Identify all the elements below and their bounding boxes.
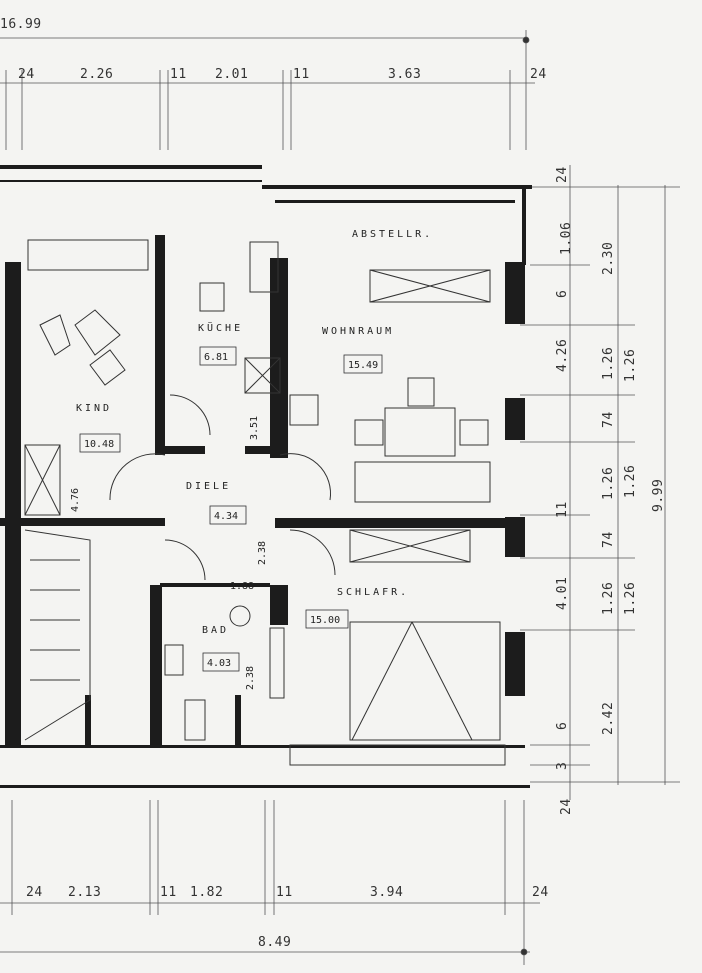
bottom-overall-dim: 8.49 xyxy=(258,935,291,950)
right-c2-6: 2.42 xyxy=(601,702,616,735)
right-c2-0: 2.30 xyxy=(601,242,616,275)
inner-dim-351: 3.51 xyxy=(249,416,260,440)
right-c1-6: 6 xyxy=(555,722,570,730)
bottom-dim-4: 11 xyxy=(276,885,293,900)
right-overall-dim: 9.99 xyxy=(651,479,666,512)
room-kueche-label: KÜCHE xyxy=(198,321,243,334)
top-dim-0: 24 xyxy=(18,67,35,82)
room-diele-label: DIELE xyxy=(186,481,231,492)
bottom-dim-1: 2.13 xyxy=(68,885,101,900)
bottom-dim-6: 24 xyxy=(532,885,549,900)
right-c2-7: 24 xyxy=(559,798,574,815)
room-wohnraum-label: WOHNRAUM xyxy=(322,326,394,337)
right-c3-2: 1.26 xyxy=(623,582,638,615)
inner-dim-476: 4.76 xyxy=(70,488,81,512)
right-dimensions: 24 1.06 6 4.26 11 4.01 6 3 2.30 1.26 74 … xyxy=(555,166,666,815)
right-c3-1: 1.26 xyxy=(623,465,638,498)
room-diele-area: 4.34 xyxy=(214,511,238,522)
room-wohnraum-area: 15.49 xyxy=(348,360,378,371)
bottom-dim-3: 1.82 xyxy=(190,885,223,900)
right-c2-3: 1.26 xyxy=(601,467,616,500)
inner-dim-238b: 2.38 xyxy=(245,666,256,690)
room-bad-area: 4.03 xyxy=(207,658,231,669)
right-c1-1: 1.06 xyxy=(559,222,574,255)
top-dim-6: 24 xyxy=(530,67,547,82)
dimension-lines xyxy=(0,30,680,965)
right-c2-4: 74 xyxy=(601,531,616,548)
bottom-dim-5: 3.94 xyxy=(370,885,403,900)
right-c1-5: 4.01 xyxy=(555,577,570,610)
top-dimensions: 16.99 24 2.26 11 2.01 11 3.63 24 xyxy=(0,17,547,82)
area-boxes xyxy=(79,346,383,672)
bottom-dim-0: 24 xyxy=(26,885,43,900)
right-c2-2: 74 xyxy=(601,411,616,428)
right-c2-1: 1.26 xyxy=(601,347,616,380)
bottom-dimensions: 24 2.13 11 1.82 11 3.94 24 8.49 xyxy=(26,885,549,950)
right-c1-4: 11 xyxy=(555,501,570,518)
top-dim-2: 11 xyxy=(170,67,187,82)
right-c1-0: 24 xyxy=(555,166,570,183)
walls xyxy=(0,165,532,788)
room-kind-label: KIND xyxy=(76,403,112,414)
top-dim-5: 3.63 xyxy=(388,67,421,82)
right-c1-2: 6 xyxy=(555,290,570,298)
right-c1-7: 3 xyxy=(555,762,570,770)
top-dim-4: 11 xyxy=(293,67,310,82)
room-schlafr-label: SCHLAFR. xyxy=(337,587,409,598)
room-kind-area: 10.48 xyxy=(84,439,114,450)
room-schlafr-area: 15.00 xyxy=(310,615,340,626)
room-labels: ABSTELLR. KÜCHE 6.81 WOHNRAUM 15.49 KIND… xyxy=(76,229,433,669)
inner-dimensions: 3.51 4.76 2.38 1.88 2.38 xyxy=(70,416,268,690)
top-overall-dim: 16.99 xyxy=(0,17,42,32)
right-c1-3: 4.26 xyxy=(555,339,570,372)
room-abstell-label: ABSTELLR. xyxy=(352,229,433,240)
bottom-dim-2: 11 xyxy=(160,885,177,900)
top-dim-3: 2.01 xyxy=(215,67,248,82)
top-dim-1: 2.26 xyxy=(80,67,113,82)
room-bad-label: BAD xyxy=(202,625,229,636)
right-c2-5: 1.26 xyxy=(601,582,616,615)
room-kueche-area: 6.81 xyxy=(204,352,228,363)
inner-dim-238a: 2.38 xyxy=(257,541,268,565)
inner-dim-188: 1.88 xyxy=(230,581,254,592)
interior-lines xyxy=(24,239,506,766)
right-c3-0: 1.26 xyxy=(623,349,638,382)
